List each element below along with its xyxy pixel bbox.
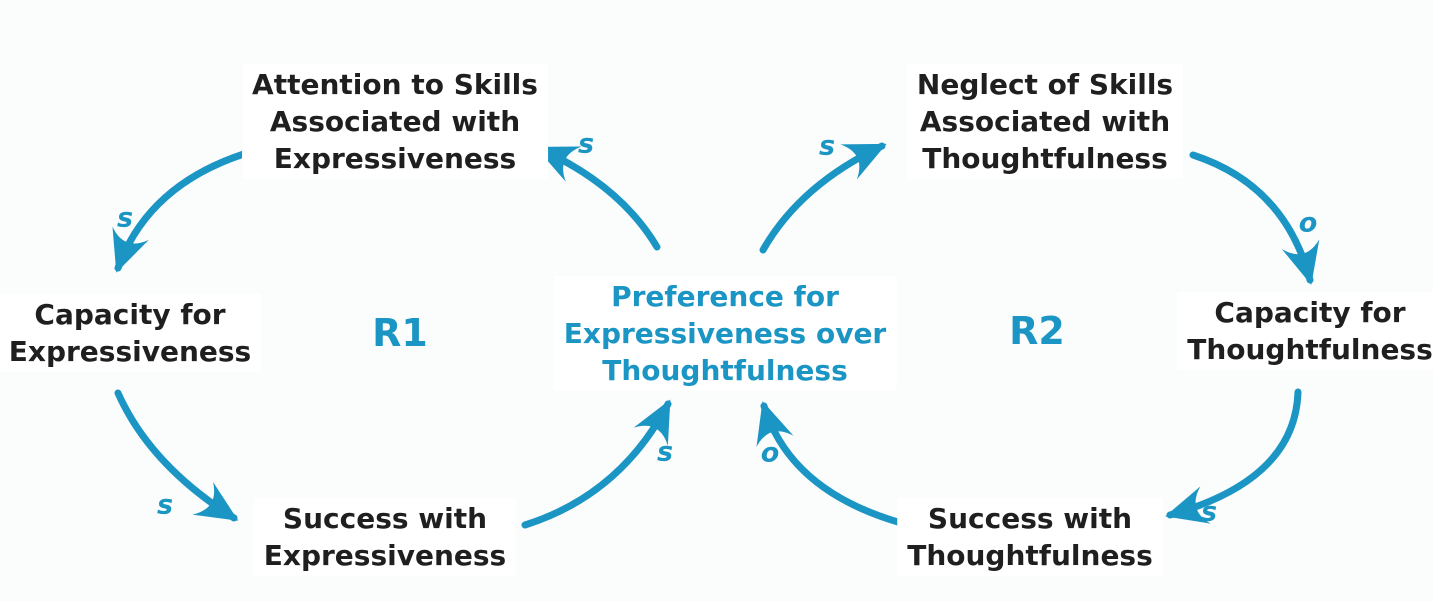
node-preference-expressiveness-over-thoughtfulness: Preference for Expressiveness over Thoug… xyxy=(553,276,897,391)
arrow-neglect-to-capacity-thoughtfulness xyxy=(1189,151,1320,285)
node-line: Attention to Skills xyxy=(252,68,538,101)
node-line: Associated with xyxy=(919,105,1171,138)
node-line: Neglect of Skills xyxy=(916,68,1174,101)
node-line: Capacity for xyxy=(34,298,226,331)
node-line: Expressiveness xyxy=(263,539,507,572)
polarity-label-capacity-to-success-thoughtfulness: s xyxy=(1200,496,1218,528)
node-line: Expressiveness xyxy=(8,335,252,368)
loop-label-r2: R2 xyxy=(1009,309,1065,353)
node-line: Expressiveness over xyxy=(563,317,887,350)
polarity-label-neglect-to-capacity: o xyxy=(1298,207,1318,239)
node-line: Thoughtfulness xyxy=(922,142,1168,175)
arrow-success-expressiveness-to-preference xyxy=(521,399,672,529)
polarity-label-success-to-preference: s xyxy=(656,436,674,468)
node-line: Expressiveness xyxy=(273,142,517,175)
node-line: Success with xyxy=(927,502,1133,535)
node-line: Preference for xyxy=(611,280,839,313)
arrow-capacity-expressiveness-to-success-expressiveness xyxy=(114,389,239,522)
arrow-capacity-thoughtfulness-to-success-thoughtfulness xyxy=(1165,388,1302,524)
polarity-label-success-thoughtfulness-to-preference: o xyxy=(760,437,780,469)
node-attention-skills-expressiveness: Attention to Skills Associated with Expr… xyxy=(242,64,548,179)
arrow-attention-to-capacity-expressiveness xyxy=(112,146,261,273)
arrow-preference-to-neglect xyxy=(759,142,887,254)
node-capacity-thoughtfulness: Capacity for Thoughtfulness xyxy=(1177,292,1433,370)
node-capacity-expressiveness: Capacity for Expressiveness xyxy=(0,294,262,372)
arrow-preference-to-attention xyxy=(535,145,661,251)
node-success-expressiveness: Success with Expressiveness xyxy=(253,498,517,576)
node-line: Thoughtfulness xyxy=(907,539,1153,572)
polarity-label-attention-to-capacity: s xyxy=(116,202,134,234)
node-line: Associated with xyxy=(269,105,521,138)
node-neglect-skills-thoughtfulness: Neglect of Skills Associated with Though… xyxy=(906,64,1184,179)
polarity-label-capacity-to-success: s xyxy=(156,489,174,521)
node-line: Thoughtfulness xyxy=(602,354,848,387)
loop-label-r1: R1 xyxy=(372,311,428,355)
arrow-success-thoughtfulness-to-preference xyxy=(756,401,902,526)
node-line: Success with xyxy=(282,502,488,535)
node-success-thoughtfulness: Success with Thoughtfulness xyxy=(897,498,1163,576)
node-line: Thoughtfulness xyxy=(1187,333,1433,366)
polarity-label-preference-to-neglect: s xyxy=(818,130,836,162)
node-line: Capacity for xyxy=(1214,296,1406,329)
polarity-label-preference-to-attention: s xyxy=(577,128,595,160)
